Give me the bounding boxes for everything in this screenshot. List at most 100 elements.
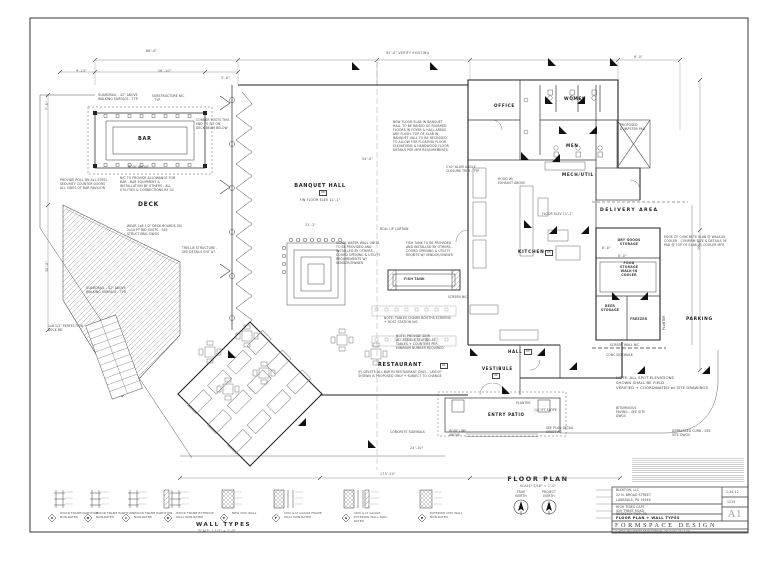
- room-label-planter: PLANTER: [662, 315, 666, 330]
- note-roof-line: ROOF LINE ABOVE: [449, 429, 467, 437]
- wall-types-scale: SCALE: 1 1/2" = 1'-0": [198, 529, 236, 533]
- note-roll-up-curtain: ROLL UP CURTAIN: [380, 227, 409, 231]
- titleblock-client-street: 22 N. BROAD STREET: [616, 493, 651, 497]
- dim-66: 66'-0": [146, 49, 158, 53]
- dashed-lines: [437, 201, 688, 437]
- dim-54: 54'-0": [362, 157, 374, 161]
- disclaimer-fine-print: [632, 458, 744, 482]
- titleblock-project-street: 420 TYBEE ROAD: [616, 508, 645, 513]
- north-arrows: [513, 499, 557, 515]
- note-perfection-deck: 1x6 1/2" PERFECTION DECK BD: [48, 324, 83, 332]
- room-label-freezer: FREEZER: [630, 317, 648, 321]
- dim-26-10: 26'-10": [158, 69, 172, 73]
- dim-9-10: 9'-10": [76, 69, 88, 73]
- wall-type-label-e: NEW CMU WALL: [232, 511, 257, 515]
- room-label-delivery-area: DELIVERY AREA: [600, 208, 659, 213]
- note-trellis: TRELLIS STRUCTURE - SEE DETAILS SHT A7: [182, 246, 218, 254]
- room-label-women: WOMEN: [564, 96, 587, 101]
- note-depressed-curb: DEPRESSED CURB - SEE SITE DWGS: [672, 429, 711, 437]
- dim-24-10: 24'-10": [410, 446, 424, 450]
- room-label-banquet-hall: BANQUET HALL: [294, 183, 346, 189]
- note-screen-nic: SCREEN NIC: [448, 295, 468, 299]
- room-label-men: MEN: [566, 143, 579, 148]
- room-label-bar: BAR: [138, 136, 152, 142]
- colonnade: [219, 85, 253, 331]
- note-spot-elevations: NOTE: ALL SPOT ELEVATIONS SHOWN SHALL BE…: [616, 375, 709, 390]
- room-number-vestibule: 02: [492, 373, 500, 379]
- wall-type-letter-b: B: [86, 515, 90, 520]
- dim-8-0: 8'-0": [618, 254, 627, 258]
- wall-type-label-d: WOOD FRAME EXTERIOR WALL NON-RATED: [176, 511, 214, 519]
- wall-type-label-g: CMU & LT GAUGE EXTERIOR WALL NON-RATED: [354, 511, 388, 523]
- dim-overall-top: 92'-0" VERIFY EXISTING: [386, 51, 430, 55]
- water-wall-feature: [281, 237, 346, 306]
- nic-booth-rows: [371, 305, 457, 347]
- wall-type-letter-g: G: [344, 515, 348, 520]
- wall-type-letter-c: C: [124, 515, 128, 520]
- room-label-fish-tank: FISH TANK: [404, 277, 425, 281]
- titleblock-date: 1-24-12: [726, 490, 739, 494]
- room-elev-banquet: FIN FLOOR ELEV 11'-1": [299, 198, 341, 202]
- room-label-parking: PARKING: [686, 317, 713, 322]
- room-label-beer-storage: BEER STORAGE: [600, 304, 620, 313]
- dim-30-0: 30'-0": [45, 260, 49, 272]
- note-slope: 1/4"/FT SLOPE: [534, 408, 557, 412]
- floor-plan-scale: SCALE: 3/16" = 1'-0": [519, 484, 557, 488]
- dimension-lines: [45, 57, 703, 481]
- note-dumpster-pad: PROPOSED DUMPSTER PAD: [620, 123, 646, 131]
- room-label-dry-goods: DRY GOODS STORAGE: [617, 238, 641, 247]
- note-accessible-seating: NOTE: PROVIDE SEMI ACCESSIBLE SEATING AT…: [396, 334, 444, 350]
- titleblock-project-city: BERKELEY TWP, PA: [616, 511, 647, 516]
- kitchen-equipment: [469, 161, 586, 341]
- dim-7-6: 7'-6": [45, 101, 49, 110]
- wall-type-letter-a: A: [50, 515, 54, 520]
- dim-9-0: 9'-0": [634, 55, 643, 59]
- note-bar-allowance: N/C TO PROVIDE ALLOWANCE FOR BAR - BAR E…: [120, 176, 176, 192]
- property-lines: [39, 94, 719, 459]
- room-label-office: OFFICE: [494, 103, 515, 108]
- room-label-mech-util: MECH/UTIL: [562, 172, 594, 177]
- booth-seating: [187, 330, 312, 454]
- room-label-vestibule: VESTIBULE: [482, 366, 513, 371]
- note-deck-boards: WEAR 1x6 1/2" DECK BOARDS ON 2x10 PT WD …: [127, 224, 182, 236]
- folding-partition: [235, 91, 253, 331]
- note-screen-wall: SCREEN WALL NIC: [610, 343, 640, 347]
- note-guardrail-top: GUARDRAIL - 42" ABOVE WALKING SURFACE - …: [98, 93, 139, 101]
- dim-31-2: 31'-2": [305, 223, 317, 227]
- room-label-entry-patio: ENTRY PATIO: [488, 412, 525, 417]
- note-restaurant-layout: (F) DELETE ALL BAR IN RESTAURANT ONLY - …: [358, 370, 442, 378]
- note-cooler-slab: EDGE OF CONCRETE SLAB @ WALK-IN COOLER -…: [664, 235, 728, 247]
- note-hood-exhaust: HOOD W/ EXHAUST ABOVE: [498, 177, 526, 185]
- wall-type-sections: [47, 489, 442, 523]
- titleblock-firm-name: FORMSPACE DESIGN: [615, 522, 718, 529]
- dumpster-pad: [616, 119, 651, 169]
- titleblock-firm-address: 31 WEST 3RD STREET BETHLEHEM PA 18015 61…: [614, 529, 691, 533]
- wall-type-letter-h: H: [420, 515, 424, 520]
- title-block-lines: [596, 486, 749, 534]
- note-conc-sidewalk: CONC SIDEWALK: [606, 353, 633, 357]
- bar-pavilion: [87, 106, 213, 175]
- dim-16-0: 16'-0": [697, 238, 701, 250]
- fish-tank: [387, 269, 461, 291]
- titleblock-client-name: BLEKTON, LLC: [616, 488, 640, 492]
- room-label-kitchen: KITCHEN: [518, 250, 545, 255]
- wall-type-label-c: WOOD FRAME PARTITION NON-RATED: [134, 511, 173, 519]
- room-label-deck: DECK: [138, 201, 159, 208]
- project-north-label: PROJECT NORTH: [542, 490, 556, 498]
- dining-tables: [198, 324, 388, 401]
- room-label-planter2: PLANTER: [516, 401, 531, 405]
- room-number-restaurant: 01: [440, 363, 448, 369]
- room-label-walk-in-cooler: FOOD STORAGE WALK-IN COOLER: [619, 261, 639, 278]
- dim-overall-bottom: 175'-10": [380, 472, 396, 476]
- wall-types-title: WALL TYPES: [196, 522, 252, 528]
- true-north-label: TRUE NORTH: [515, 490, 527, 498]
- wall-type-label-a: WOOD FRAME PARTITION NON-RATED: [60, 511, 99, 519]
- note-bituminous: BITUMINOUS PAVING - SEE SITE DWGS: [616, 406, 646, 418]
- dim-6-0: 6'-0": [602, 246, 611, 250]
- section-markers: [228, 58, 710, 448]
- note-roof-above: ROOF ABOVE: [128, 165, 150, 169]
- titleblock-job-number: 1213: [727, 499, 736, 504]
- wall-type-label-b: WOOD FRAME PARTITION NON-RATED: [96, 511, 135, 519]
